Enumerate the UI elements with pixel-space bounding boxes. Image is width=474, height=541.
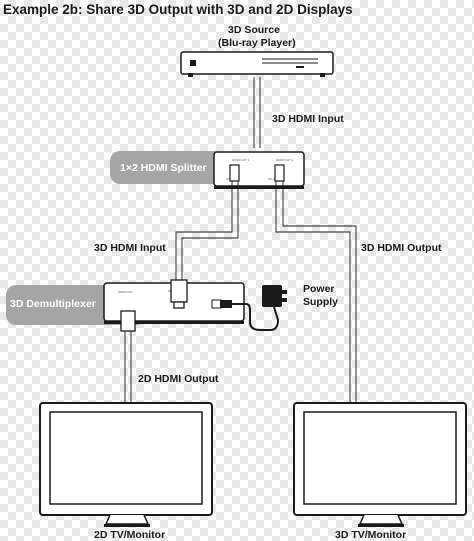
hdmi-plug-demux-in [170,279,188,309]
source-input-label: 3D HDMI Input [272,113,344,125]
title-text: Share 3D Output with 3D and 2D Displays [86,2,353,17]
demux-label: 3D Demultiplexer [10,298,96,310]
bluray-player [180,51,334,77]
splitter-label: 1×2 HDMI Splitter [120,162,207,174]
splitter-connectors [229,164,285,182]
power-supply [220,285,287,331]
svg-text:HDMI OUT 2: HDMI OUT 2 [276,158,294,162]
title-prefix: Example 2b: [3,2,83,17]
tv-3d-label: 3D TV/Monitor [335,529,407,541]
demux-output-label: 2D HDMI Output [138,373,219,385]
power-label-line2: Supply [303,296,339,308]
cable-splitter-to-3dtv [275,181,357,403]
tv-2d [39,402,213,527]
tv-3d [293,402,467,527]
source-name-label: 3D Source [228,24,280,36]
source-sub-label: (Blu-ray Player) [218,37,296,49]
svg-text:HDMI OUT: HDMI OUT [118,290,133,294]
demux-input-label: 3D HDMI Input [94,242,166,254]
svg-text:HDMI OUT 1: HDMI OUT 1 [232,158,250,162]
splitter-output-label: 3D HDMI Output [361,242,442,254]
cable-splitter-to-demux [175,181,239,280]
power-label-line1: Power [303,283,335,295]
diagram-title: Example 2b: Share 3D Output with 3D and … [3,2,353,17]
hdmi-plug-demux-out [120,310,136,332]
tv-2d-label: 2D TV/Monitor [94,529,166,541]
cable-source-to-splitter [253,77,261,148]
cable-demux-to-2dtv [124,331,132,403]
